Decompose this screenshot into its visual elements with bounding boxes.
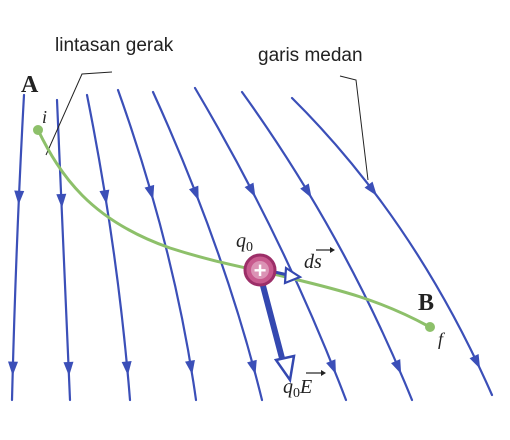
field-arrowhead-1-2: [8, 361, 19, 376]
field-arrowhead-4-1: [144, 184, 155, 200]
field-arrowheads: [8, 181, 481, 376]
initial-label: i: [42, 107, 47, 127]
field-line-7: [240, 90, 414, 402]
field-arrowhead-8-1: [364, 181, 377, 196]
force-label-e: E: [299, 376, 312, 398]
final-label: f: [438, 329, 446, 349]
force-vector: [259, 279, 296, 384]
field-arrowhead-2-2: [63, 361, 74, 376]
force-label-q: q: [283, 376, 293, 398]
path-label: lintasan gerak: [55, 35, 174, 56]
field-arrowhead-6-2: [326, 359, 336, 375]
force-label: q0E: [283, 370, 326, 401]
field-arrowhead-7-2: [391, 359, 402, 374]
charge-sign: +: [254, 258, 267, 283]
field-arrowhead-5-2: [247, 359, 257, 375]
field-line-8: [290, 96, 494, 397]
charge-label-sub: 0: [246, 240, 253, 255]
field-arrowhead-3-2: [121, 361, 132, 376]
field-arrowhead-1-1: [14, 190, 25, 205]
point-a-label: A: [21, 72, 39, 98]
field-line-4: [116, 88, 198, 402]
field-label: garis medan: [258, 45, 363, 66]
charge-label-q: q: [236, 230, 246, 252]
field-line-5: [151, 90, 264, 402]
force-label-sub: 0: [293, 386, 300, 401]
field-line-6: [193, 86, 348, 402]
point-b-label: B: [418, 290, 434, 316]
field-arrowhead-3-1: [99, 189, 110, 205]
field-arrowhead-8-2: [469, 353, 481, 369]
field-lines: [10, 86, 494, 402]
field-line-2: [55, 98, 72, 402]
field-label-leader: [339, 75, 369, 181]
displacement-text: ds: [304, 251, 322, 273]
field-line-3: [85, 93, 132, 402]
test-charge: +: [243, 253, 277, 287]
point-b-marker: [425, 322, 435, 332]
field-arrowhead-7-1: [300, 183, 312, 199]
field-arrowhead-2-1: [56, 193, 67, 208]
point-a-marker: [33, 125, 43, 135]
field-arrowhead-4-2: [185, 360, 195, 375]
path-label-leader: [45, 71, 113, 156]
displacement-label: ds: [304, 247, 335, 273]
leader-lines: [45, 71, 369, 181]
motion-path: [36, 128, 430, 328]
charge-label: q0: [236, 230, 253, 255]
field-arrowhead-6-1: [244, 182, 256, 198]
svg-text:q0E: q0E: [283, 376, 312, 401]
field-arrowhead-5-1: [188, 185, 199, 201]
field-line-1: [10, 93, 26, 402]
